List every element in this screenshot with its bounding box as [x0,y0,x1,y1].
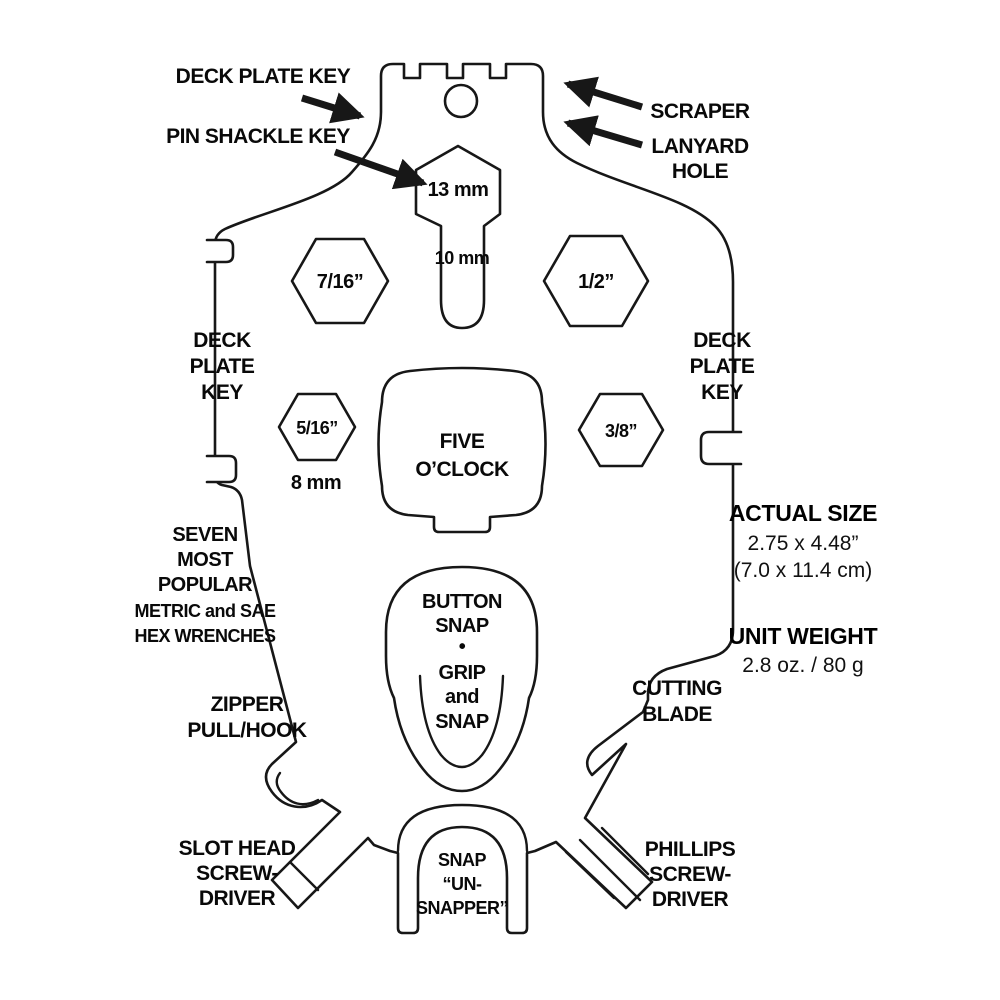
hex-cutout-7-16 [290,237,390,325]
label-slot-head-3: DRIVER [199,887,276,910]
label-deck-left-2: PLATE [190,355,255,378]
pin-shackle-key-cutout [414,144,502,330]
label-hex-7-16: 7/16” [317,271,363,293]
label-lanyard-hole-1: LANYARD [651,135,749,158]
hex-cutout-5-16 [277,392,357,462]
grip-and-snap-inner-channel [418,674,505,769]
arrow-lanyard-hole [563,115,643,149]
phillips-tip-hatch [564,826,650,902]
deck-plate-key-notch-left-upper [205,238,235,264]
label-hex-5-16: 5/16” [296,418,338,438]
label-button-snap-6: SNAP [435,711,489,733]
label-button-snap-1: BUTTON [422,591,502,613]
unit-weight-value: 2.8 oz. / 80 g [742,654,863,677]
label-button-snap-3: • [459,636,466,658]
label-8mm: 8 mm [291,472,341,494]
slot-head-blade-line [288,860,320,892]
label-seven-5: HEX WRENCHES [134,626,276,646]
label-slot-head-2: SCREW- [196,862,278,885]
label-button-snap-2: SNAP [435,615,489,637]
label-snap-unsnapper-3: SNAPPER” [416,898,508,918]
actual-size-title: ACTUAL SIZE [729,500,877,526]
label-zipper-2: PULL/HOOK [187,719,306,742]
label-slot-head-1: SLOT HEAD [179,837,296,860]
actual-size-inches: 2.75 x 4.48” [748,532,859,555]
label-button-snap-4: GRIP [439,662,486,684]
snap-unsnapper-outer-arch [396,803,529,853]
button-snap-cutout [384,565,539,793]
label-scraper: SCRAPER [650,100,750,123]
label-phillips-1: PHILLIPS [645,838,736,861]
unit-weight-title: UNIT WEIGHT [729,623,878,649]
label-snap-unsnapper-2: “UN- [443,874,482,894]
arrow-scraper [563,76,644,111]
label-seven-1: SEVEN [172,524,237,546]
label-deck-right-3: KEY [701,381,743,404]
label-seven-3: POPULAR [158,574,253,596]
label-hex-3-8: 3/8” [605,421,637,441]
five-oclock-cutout [377,366,547,534]
deck-plate-key-notch-left-lower [205,454,238,484]
label-deck-right-2: PLATE [690,355,755,378]
deck-plate-key-notch-right [699,430,743,466]
label-deck-right-1: DECK [693,329,751,352]
label-zipper-1: ZIPPER [211,693,284,716]
label-phillips-2: SCREW- [649,863,731,886]
label-five-oclock-2: O’CLOCK [415,458,509,481]
label-cutting-blade-1: CUTTING [632,677,722,700]
actual-size-cm: (7.0 x 11.4 cm) [734,559,873,582]
arrow-deck-plate-key-top [300,92,365,124]
label-lanyard-hole-2: HOLE [672,160,729,183]
label-pin-shackle-key: PIN SHACKLE KEY [166,125,350,148]
label-hex-1-2: 1/2” [578,271,614,293]
label-seven-4: METRIC and SAE [134,601,276,621]
label-deck-left-3: KEY [201,381,243,404]
label-seven-2: MOST [177,549,233,571]
label-13mm: 13 mm [428,179,489,201]
label-phillips-3: DRIVER [652,888,729,911]
hex-cutout-1-2 [542,234,650,328]
hex-cutout-3-8 [577,392,665,468]
arrow-pin-shackle-key [333,148,428,190]
label-deck-plate-key-top: DECK PLATE KEY [176,65,351,88]
label-10mm: 10 mm [435,248,490,268]
label-cutting-blade-2: BLADE [642,703,712,726]
label-snap-unsnapper-1: SNAP [438,850,487,870]
label-deck-left-1: DECK [193,329,251,352]
label-five-oclock-1: FIVE [440,430,485,453]
lanyard-hole-cutout [443,83,479,119]
label-button-snap-5: and [445,686,479,708]
zipper-hook-inner-line [275,771,320,806]
